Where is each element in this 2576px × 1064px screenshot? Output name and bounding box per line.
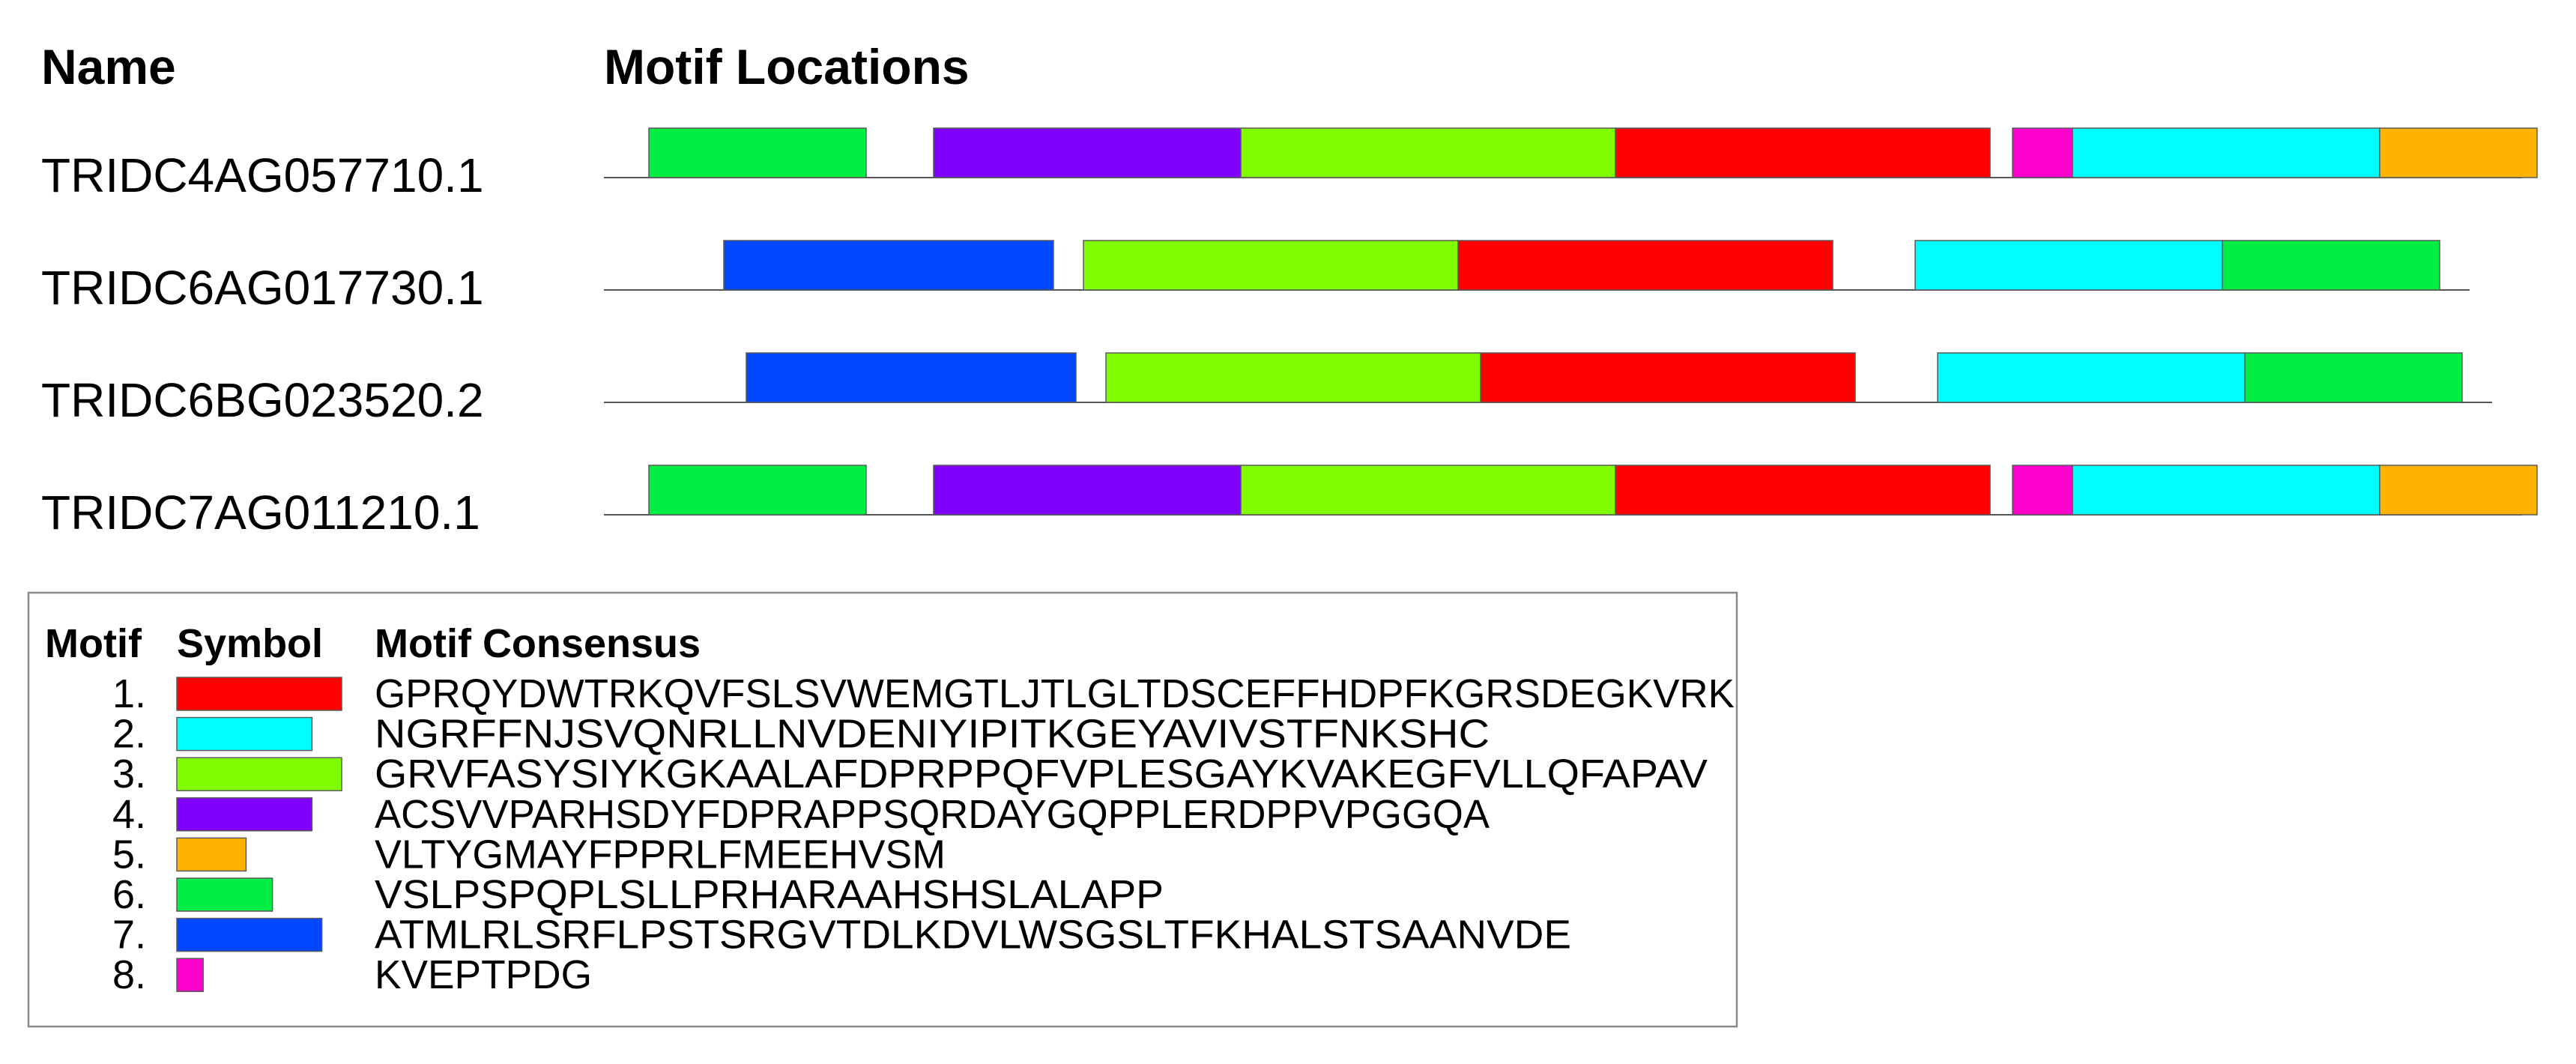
legend-motif-symbol <box>176 716 313 752</box>
legend-motif-symbol <box>176 958 204 992</box>
legend-motif-header: Motif <box>45 621 142 666</box>
motif-5-site <box>2379 465 2538 516</box>
legend-motif-consensus: VSLPSPQPLSLLPRHARAAHSHSLALAPP <box>375 872 1164 917</box>
motif-1-site <box>1480 352 1856 403</box>
sequence-name: TRIDC6AG017730.1 <box>41 261 484 315</box>
legend-motif-symbol <box>176 917 323 952</box>
legend-symbol-header: Symbol <box>177 621 323 666</box>
motif-3-site <box>1240 465 1616 516</box>
legend-motif-number: 5. <box>112 832 146 877</box>
legend-motif-symbol <box>176 677 342 711</box>
motif-7-site <box>746 352 1077 403</box>
legend-motif-number: 4. <box>112 792 146 837</box>
legend-box <box>27 591 1738 1028</box>
motif-5-site <box>2379 127 2538 178</box>
name-column-header: Name <box>41 39 176 94</box>
motif-1-site <box>1615 465 1991 516</box>
legend-consensus-header: Motif Consensus <box>375 621 701 666</box>
motif-2-site <box>1914 240 2223 291</box>
motif-3-site <box>1105 352 1481 403</box>
motif-8-site <box>2012 465 2073 516</box>
legend-motif-number: 1. <box>112 671 146 716</box>
motif-3-site <box>1083 240 1459 291</box>
legend-motif-consensus: ACSVVPARHSDYFDPRAPPSQRDAYGQPPLERDPPVPGGQ… <box>375 792 1490 837</box>
motif-locations-header: Motif Locations <box>604 39 970 94</box>
legend-motif-number: 7. <box>112 913 146 958</box>
legend-motif-number: 2. <box>112 712 146 757</box>
legend-rows: 1. GPRQYDWTRKQVFSLSVWEMGTLJTLGLTDSCEFFHDP… <box>112 671 1735 997</box>
motif-2-site <box>2072 465 2380 516</box>
motif-8-site <box>2012 127 2073 178</box>
legend-motif-number: 3. <box>112 752 146 797</box>
legend-motif-symbol <box>176 797 313 832</box>
motif-2-site <box>2072 127 2380 178</box>
motif-6-site <box>648 465 867 516</box>
legend-motif-number: 6. <box>112 872 146 917</box>
motif-6-site <box>648 127 867 178</box>
motif-2-site <box>1937 352 2246 403</box>
legend-motif-consensus: KVEPTPDG <box>375 952 592 997</box>
legend-motif-consensus: ATMLRLSRFLPSTSRGVTDLKDVLWSGSLTFKHALSTSAA… <box>375 913 1571 958</box>
motif-tracks: TRIDC4AG057710.1TRIDC6AG017730.1TRIDC6BG… <box>41 127 2538 539</box>
motif-6-site <box>2222 240 2440 291</box>
sequence-name: TRIDC6BG023520.2 <box>41 373 484 427</box>
legend-motif-symbol <box>176 757 342 791</box>
motif-6-site <box>2244 352 2463 403</box>
motif-4-site <box>933 465 1242 516</box>
legend-motif-symbol <box>176 877 273 912</box>
motif-1-site <box>1457 240 1833 291</box>
legend-motif-symbol <box>176 837 247 872</box>
sequence-name: TRIDC7AG011210.1 <box>41 486 480 539</box>
motif-1-site <box>1615 127 1991 178</box>
legend-motif-consensus: GPRQYDWTRKQVFSLSVWEMGTLJTLGLTDSCEFFHDPFK… <box>375 671 1735 716</box>
legend-motif-consensus: GRVFASYSIYKGKAALAFDPRPPQFVPLESGAYKVAKEGF… <box>375 752 1708 797</box>
legend-motif-consensus: NGRFFNJSVQNRLLNVDENIYIPITKGEYAVIVSTFNKSH… <box>375 712 1490 757</box>
motif-7-site <box>723 240 1054 291</box>
legend-motif-number: 8. <box>112 952 146 997</box>
sequence-name: TRIDC4AG057710.1 <box>41 148 484 202</box>
legend-motif-consensus: VLTYGMAYFPPRLFMEEHVSM <box>375 832 946 877</box>
motif-3-site <box>1240 127 1616 178</box>
motif-4-site <box>933 127 1242 178</box>
